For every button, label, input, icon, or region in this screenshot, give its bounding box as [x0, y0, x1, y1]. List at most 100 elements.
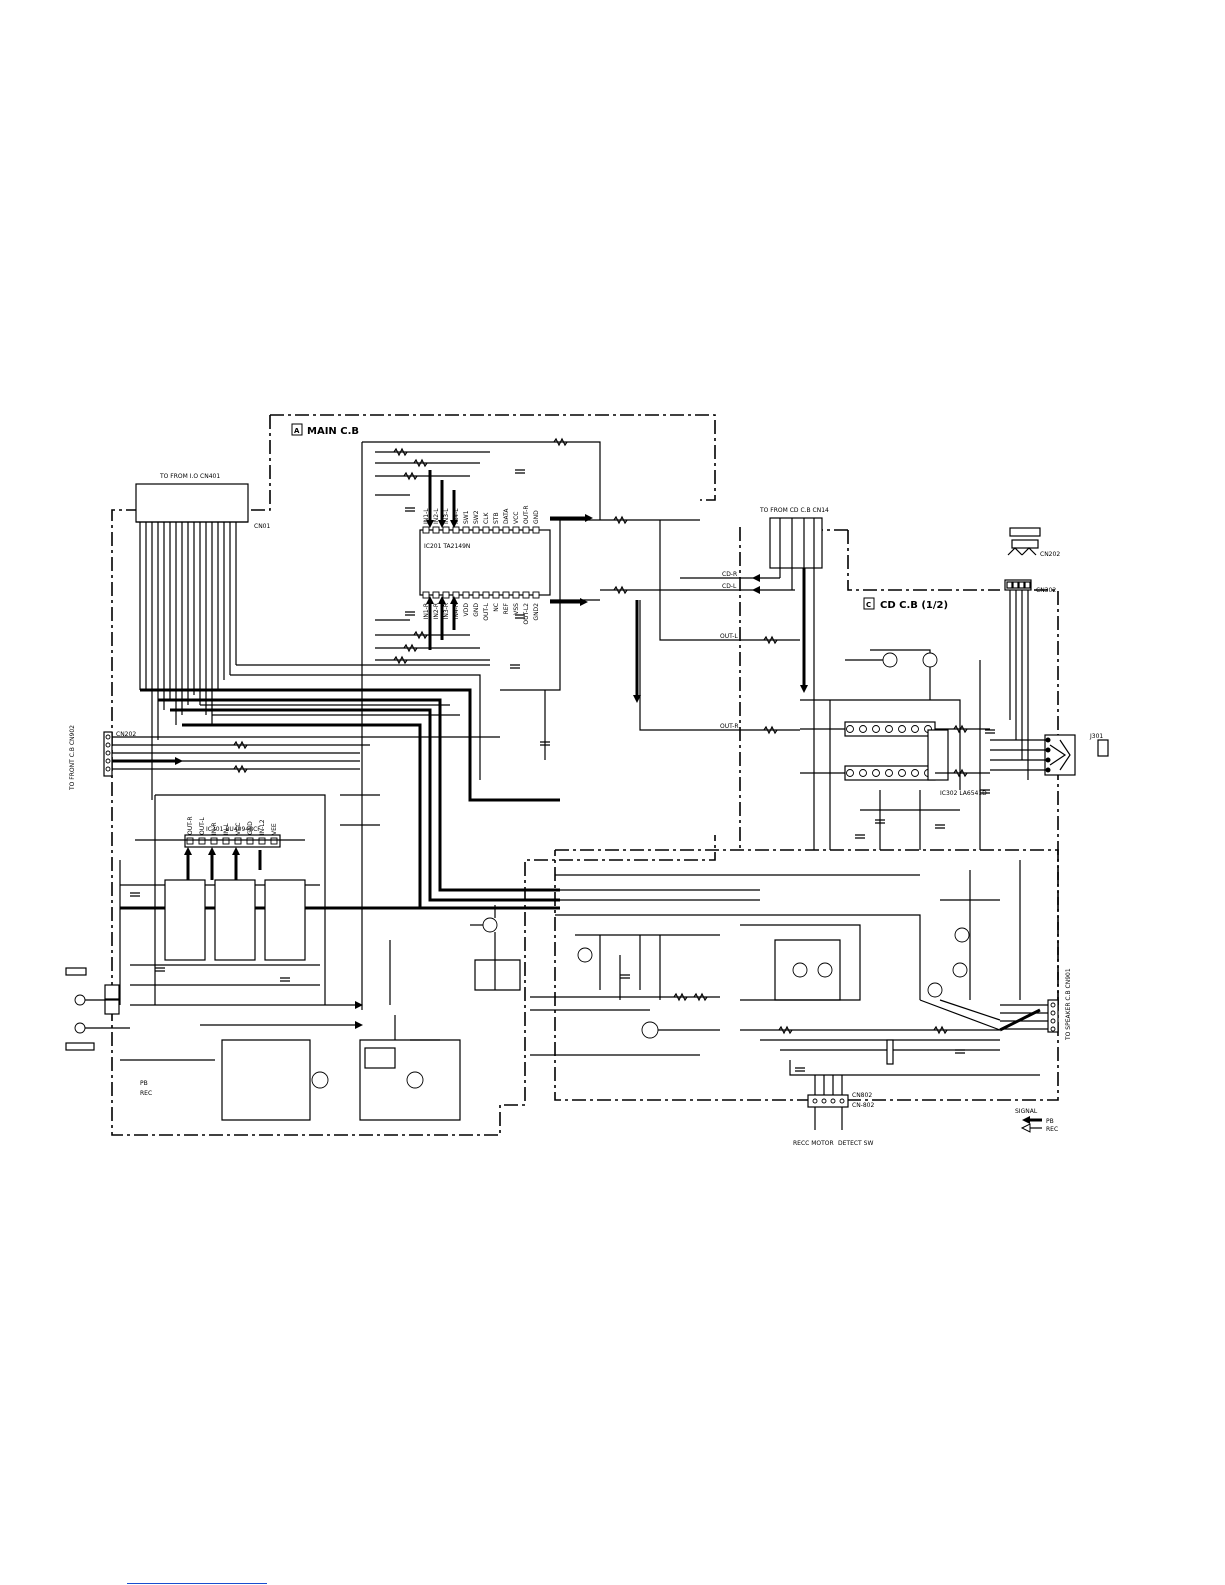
legend-rec: REC — [1046, 1126, 1058, 1133]
left-connector: CN202 TO FRONT C.B CN902 — [69, 725, 500, 791]
ic-pin-label: IN2-L — [433, 508, 440, 524]
capacitor — [130, 892, 140, 897]
cd-board-title: C CD C.B (1/2) — [863, 597, 948, 611]
capacitor — [980, 789, 990, 794]
capacitor — [795, 1067, 805, 1072]
ic-pin-label: OUT-L — [199, 817, 206, 835]
ic-pin-label: GND — [473, 603, 480, 617]
ic-pin — [432, 526, 440, 534]
cn-left-label: CN202 — [116, 731, 136, 738]
resistor — [778, 1025, 793, 1035]
resistor — [393, 655, 408, 665]
resistor — [693, 992, 708, 1002]
ic-pin — [502, 526, 510, 534]
capacitor — [620, 974, 630, 979]
ic-cd-pin — [911, 769, 919, 777]
capacitor — [515, 469, 525, 474]
ic-pin-label: GND — [247, 821, 254, 835]
jack-label: J301 — [1089, 733, 1103, 740]
cn302-label: CN302 — [1036, 587, 1056, 594]
ic-cd-pin — [911, 725, 919, 733]
resistor — [763, 725, 778, 735]
ic-cd-pin — [872, 725, 880, 733]
ic-pin-label: IN4-R — [453, 603, 460, 619]
capacitor — [540, 741, 550, 746]
ic-pin-label: OUT-L — [483, 602, 490, 620]
ic-pin-label: SW1 — [463, 510, 470, 524]
resistor — [613, 585, 628, 595]
main-board-title: A MAIN C.B — [291, 423, 359, 437]
ic-cd-pin — [885, 769, 893, 777]
bottom-connector: CN802 CN-802 RECC MOTOR DETECT SW — [793, 1075, 874, 1147]
ic-pin — [186, 837, 194, 845]
ic-lower-label: IC301 BU4094BCF — [206, 826, 261, 833]
ic-pin — [532, 591, 540, 599]
ic-pin — [452, 591, 460, 599]
ic-pin — [422, 591, 430, 599]
ic-pin-label: VCC — [513, 512, 520, 524]
ic-pin — [422, 526, 430, 534]
signal-legend: SIGNAL PB REC — [1015, 1108, 1058, 1133]
ic-pin-label: IN4-L — [453, 508, 460, 524]
capacitor — [405, 507, 415, 512]
bus-lines — [140, 664, 560, 910]
ic-cd-pin — [898, 769, 906, 777]
ic-pin-label: VDD — [463, 603, 470, 617]
ic-pin-label: CLK — [483, 511, 490, 524]
ic-pin-label: IN-L2 — [259, 819, 266, 835]
ic-pin — [442, 591, 450, 599]
ic-pin — [246, 837, 254, 845]
capacitor — [855, 834, 865, 839]
resistor — [233, 764, 248, 774]
ic-pin — [472, 591, 480, 599]
center-transistor — [470, 905, 521, 991]
left-power: PB REC — [65, 967, 215, 1097]
capacitor — [405, 611, 415, 616]
ic-pin — [512, 591, 520, 599]
ic-pin — [532, 526, 540, 534]
cd-lower-section — [530, 860, 1041, 1076]
ic-pin — [198, 837, 206, 845]
main-board-name: MAIN C.B — [307, 426, 359, 437]
ic-pin — [234, 837, 242, 845]
resistor — [553, 437, 568, 447]
ic-pin-label: OUT-R — [187, 816, 194, 835]
capacitor — [515, 614, 525, 619]
resistor — [933, 1025, 948, 1035]
ic-pin-label: IN1-R — [423, 603, 430, 619]
ic-cd-pin — [885, 725, 893, 733]
ic-pin-label: VEE — [271, 823, 278, 835]
resistor — [673, 992, 688, 1002]
bottom-label-detect: DETECT SW — [838, 1140, 873, 1147]
cd-connector-label: TO FROM CD C.B CN14 — [759, 507, 829, 514]
ic-pin — [472, 526, 480, 534]
cn01-label: CN01 — [254, 523, 270, 530]
lower-transistors — [221, 940, 461, 1121]
ic-pin — [258, 837, 266, 845]
rec-left-label: REC — [140, 1090, 152, 1097]
resistor — [763, 635, 778, 645]
ic-pin-label: GND — [533, 510, 540, 524]
ic-pin-label: GND2 — [533, 603, 540, 621]
ic-pin-label: VSS — [513, 603, 520, 615]
ic-pin-label: IN-R — [211, 822, 218, 835]
resistor — [393, 447, 408, 457]
ic-pin — [442, 526, 450, 534]
ic-pin-label: IN1-L — [423, 508, 430, 524]
ic-pin — [482, 526, 490, 534]
ic-pin — [432, 591, 440, 599]
ic-pin — [522, 591, 530, 599]
ic-pin — [210, 837, 218, 845]
bottom-label-motor: RECC MOTOR — [793, 1140, 834, 1147]
ic-pin — [502, 591, 510, 599]
capacitor — [280, 977, 290, 982]
ic-pin — [462, 591, 470, 599]
cn802-alt-label: CN-802 — [852, 1102, 874, 1109]
ic-cd-pin — [872, 769, 880, 777]
ic-cd-pin — [846, 769, 854, 777]
ic-cd-pin — [859, 725, 867, 733]
ic-pin — [222, 837, 230, 845]
